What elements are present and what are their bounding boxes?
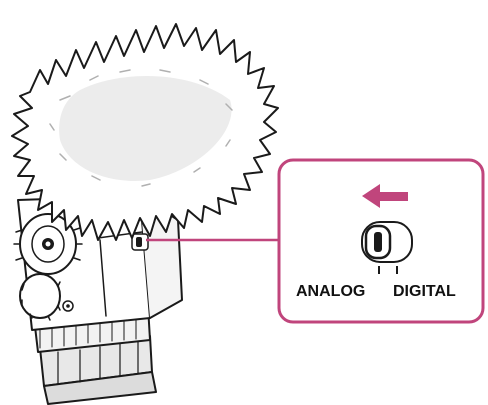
digital-label: DIGITAL — [393, 283, 456, 300]
side-switch — [132, 234, 148, 250]
switch-callout: ANALOG DIGITAL — [279, 160, 483, 322]
analog-label: ANALOG — [296, 283, 365, 300]
microphone — [12, 24, 278, 404]
windscreen — [12, 24, 278, 240]
analog-digital-switch — [362, 222, 412, 262]
